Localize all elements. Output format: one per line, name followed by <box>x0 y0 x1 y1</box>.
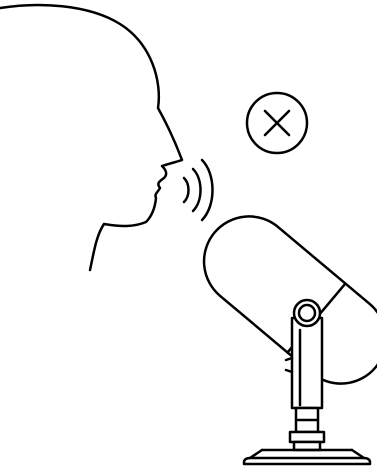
sound-waves-icon <box>184 160 213 220</box>
not-allowed-icon <box>247 93 307 153</box>
microphone-stand <box>244 408 370 464</box>
speaking-head-icon <box>0 5 182 270</box>
microphone-icon <box>186 198 377 464</box>
microphone-capsule <box>186 198 377 402</box>
